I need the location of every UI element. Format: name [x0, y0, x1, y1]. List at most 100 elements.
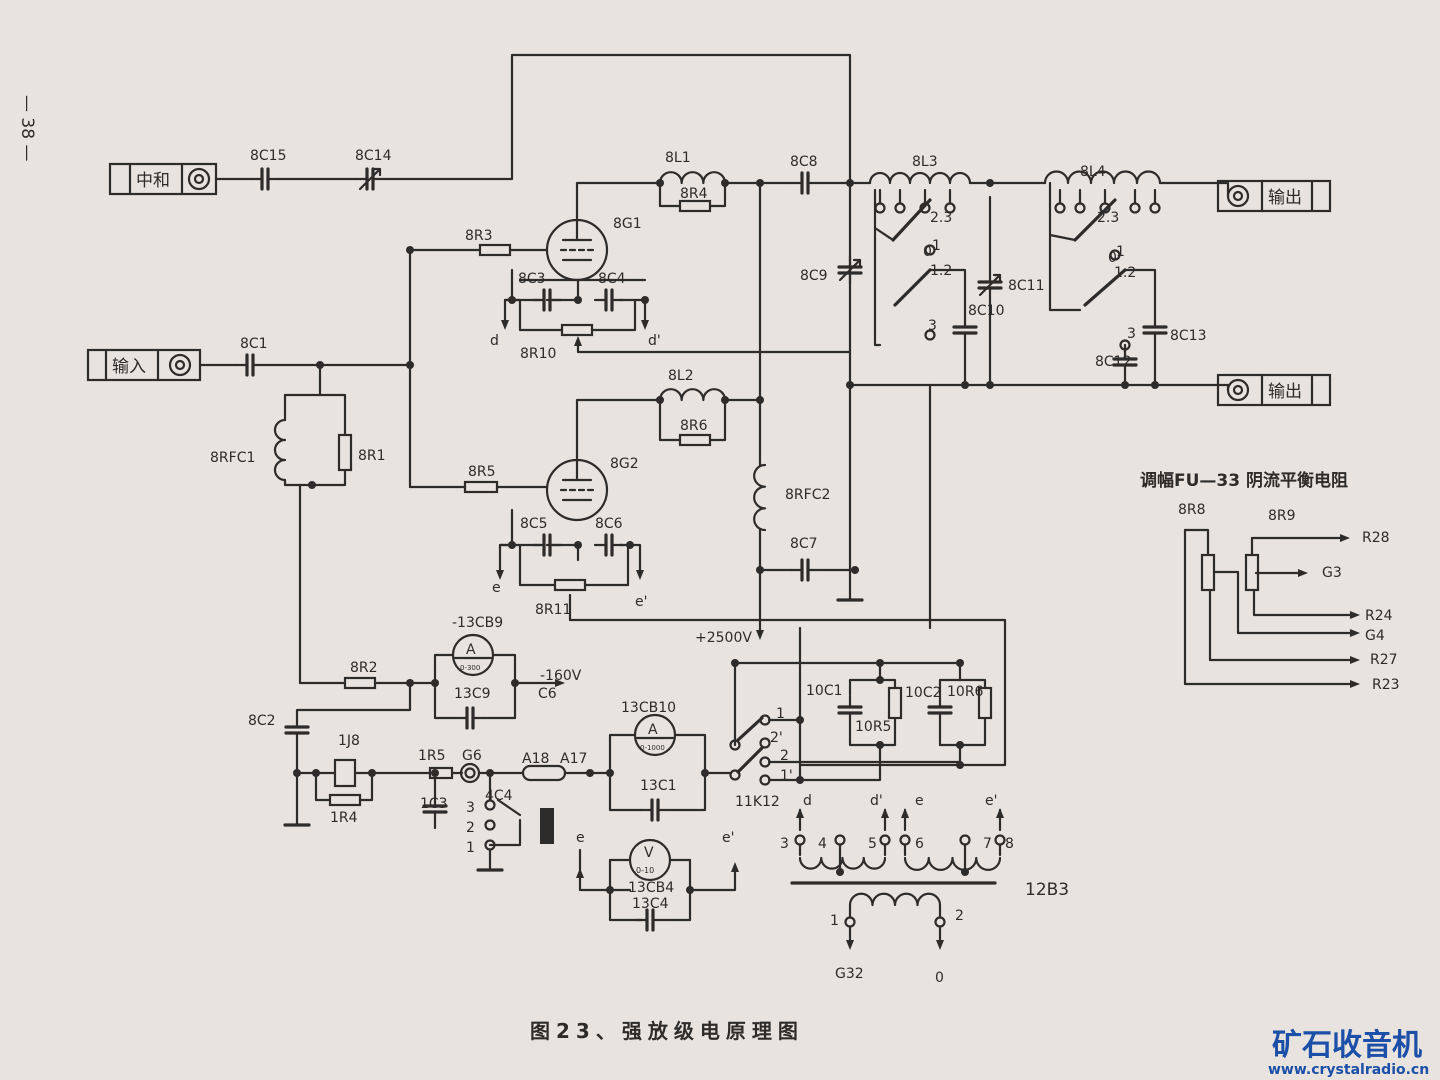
wire: [583, 543, 630, 587]
component-label: 8: [1005, 836, 1014, 852]
component-label: G32: [835, 966, 864, 982]
terminal-output-1: 输出: [1216, 179, 1332, 213]
terminal-pin: [899, 834, 911, 846]
component-label: 8C3: [518, 271, 546, 287]
arrow-head: [846, 940, 854, 950]
junction-dot: [586, 769, 594, 777]
capacitor-symbol: [800, 171, 810, 195]
band-switch: [893, 268, 932, 307]
wire: [938, 716, 987, 747]
label-g4: G4: [1365, 628, 1385, 644]
arrow-head: [796, 808, 804, 818]
inductor-coil: [903, 856, 1002, 871]
label-r27: R27: [1370, 652, 1398, 668]
component-label: 8R3: [465, 228, 493, 244]
wire: [928, 268, 967, 318]
component-label: 8C14: [355, 148, 392, 164]
component-label: 8C7: [790, 536, 818, 552]
junction-dot: [986, 179, 994, 187]
junction-dot: [731, 659, 739, 667]
component-label: 1R5: [418, 748, 446, 764]
capacitor-symbol: [837, 705, 863, 715]
component-label: +2500V: [695, 630, 752, 646]
junction-dot: [641, 296, 649, 304]
wire: [873, 188, 882, 347]
resistor-symbol: [887, 686, 903, 720]
component-label: 8C2: [248, 713, 276, 729]
junction-dot: [656, 179, 664, 187]
wire: [688, 858, 737, 892]
junction-dot: [686, 886, 694, 894]
resistor-symbol: [553, 578, 587, 592]
switch-11k12: [736, 716, 764, 774]
capacitor-symbol: [422, 804, 448, 814]
terminal-pin: [924, 244, 936, 256]
voltmeter-13cb4: V 0-10: [628, 838, 672, 882]
wire: [568, 593, 1007, 767]
component-label: 13C9: [454, 686, 491, 702]
junction-dot: [876, 676, 884, 684]
wire: [708, 181, 727, 208]
band-switch: [1083, 268, 1127, 307]
capacitor-symbol: [927, 705, 953, 715]
junction-dot: [606, 886, 614, 894]
arrow-head: [901, 808, 909, 818]
component-label: 8R11: [535, 602, 571, 618]
wire: [295, 681, 412, 718]
inductor-coil: [658, 388, 727, 402]
wire: [433, 681, 458, 720]
arrow-head: [496, 570, 504, 580]
arrow-head: [576, 868, 584, 878]
component-label: 8G2: [610, 456, 639, 472]
wire: [575, 398, 662, 462]
component-label: -160V: [540, 668, 582, 684]
component-label: 8L1: [665, 150, 691, 166]
component-label: 3: [1127, 326, 1136, 342]
resistor-symbol: [1200, 553, 1216, 592]
component-label: -13CB9: [452, 615, 503, 631]
inductor-coil: [658, 171, 727, 185]
wire: [498, 508, 514, 572]
wire: [658, 181, 682, 208]
meter-unit: A: [648, 722, 658, 738]
wire: [608, 733, 637, 775]
wire: [578, 873, 632, 892]
terminal-pin: [484, 819, 496, 831]
arrow-head: [1298, 569, 1308, 577]
arrow-head: [996, 808, 1004, 818]
capacitor-symbol: [645, 908, 655, 932]
junction-dot: [956, 741, 964, 749]
component-label: d: [803, 793, 812, 809]
wire: [314, 771, 332, 802]
component-label: 1': [780, 768, 793, 784]
capacitor-symbol: [465, 706, 475, 730]
terminal-pin: [759, 737, 771, 749]
inductor-coil: [1043, 170, 1162, 185]
junction-dot: [796, 776, 804, 784]
component-label: 8L3: [912, 154, 938, 170]
arrow-head: [1350, 611, 1360, 619]
component-label: 1: [1116, 244, 1125, 260]
component-label: 10C1: [806, 683, 843, 699]
junction-dot: [846, 179, 854, 187]
arrow-head: [731, 862, 739, 872]
tube-electrodes: [559, 218, 595, 262]
terminal-pin: [994, 834, 1006, 846]
component-label: 13C1: [640, 778, 677, 794]
tube-electrodes: [559, 458, 595, 502]
wire: [1208, 588, 1352, 662]
capacitor-symbol: [284, 725, 310, 735]
terminal-pin: [874, 202, 886, 214]
wire: [433, 653, 455, 685]
variable-arrow: [838, 258, 862, 282]
capacitor-symbol: [952, 325, 978, 335]
resistor-symbol: [328, 793, 362, 807]
junction-dot: [846, 381, 854, 389]
component-label: 8C6: [595, 516, 623, 532]
terminal-pin: [944, 202, 956, 214]
component-label: e': [985, 793, 997, 809]
junction-dot: [721, 396, 729, 404]
wire: [358, 771, 374, 802]
arrow-head: [1350, 629, 1360, 637]
component-label: 8C4: [598, 271, 626, 287]
